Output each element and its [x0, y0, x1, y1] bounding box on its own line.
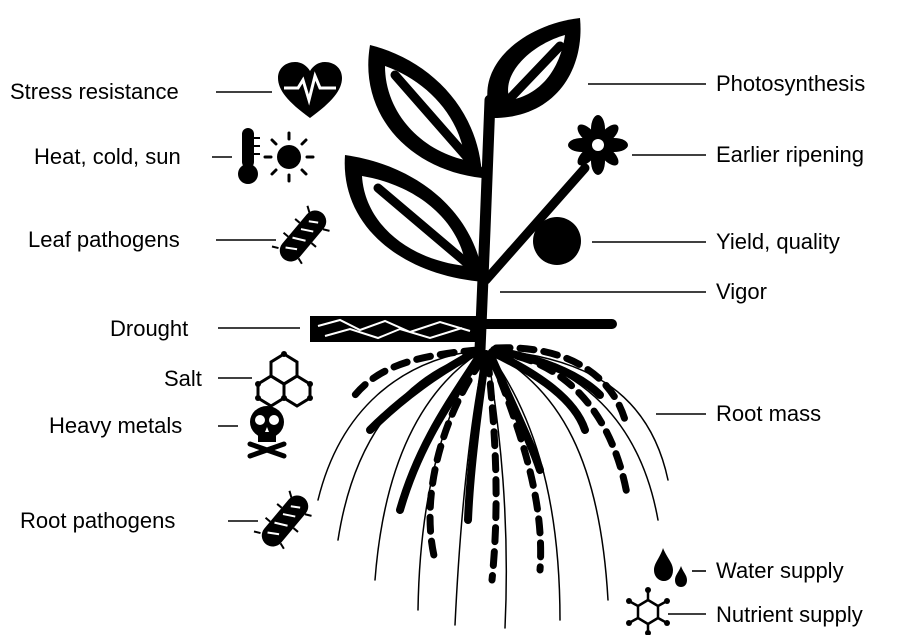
roots	[318, 348, 668, 628]
upper-left-leaf	[368, 45, 482, 178]
bacterium-icon	[271, 202, 336, 270]
yield-quality-label: Yield, quality	[716, 231, 840, 253]
water-supply-label: Water supply	[716, 560, 844, 582]
root-pathogens-label: Root pathogens	[20, 510, 175, 532]
vigor-label: Vigor	[716, 281, 767, 303]
flower-icon	[568, 115, 628, 175]
heavy-metals-label: Heavy metals	[49, 415, 182, 437]
skull-crossbones-icon	[250, 406, 284, 456]
water-drops-icon	[654, 548, 687, 587]
nutrient-supply-label: Nutrient supply	[716, 604, 863, 626]
plant-shoot	[345, 18, 585, 350]
bacterium-icon	[253, 487, 318, 555]
heart-rate-icon	[278, 62, 342, 118]
heat-cold-sun-label: Heat, cold, sun	[34, 146, 181, 168]
molecule-icon	[255, 351, 313, 406]
root-mass-label: Root mass	[716, 403, 821, 425]
stress-resistance-label: Stress resistance	[10, 81, 179, 103]
ground	[310, 316, 612, 342]
leaf-pathogens-label: Leaf pathogens	[28, 229, 180, 251]
nutrient-molecule-icon	[626, 587, 670, 635]
drought-label: Drought	[110, 318, 188, 340]
top-leaf	[487, 18, 580, 118]
salt-label: Salt	[164, 368, 202, 390]
thermometer-sun-icon	[238, 128, 313, 184]
earlier-ripening-label: Earlier ripening	[716, 144, 864, 166]
fruit-icon	[533, 217, 581, 265]
photosynthesis-label: Photosynthesis	[716, 73, 865, 95]
